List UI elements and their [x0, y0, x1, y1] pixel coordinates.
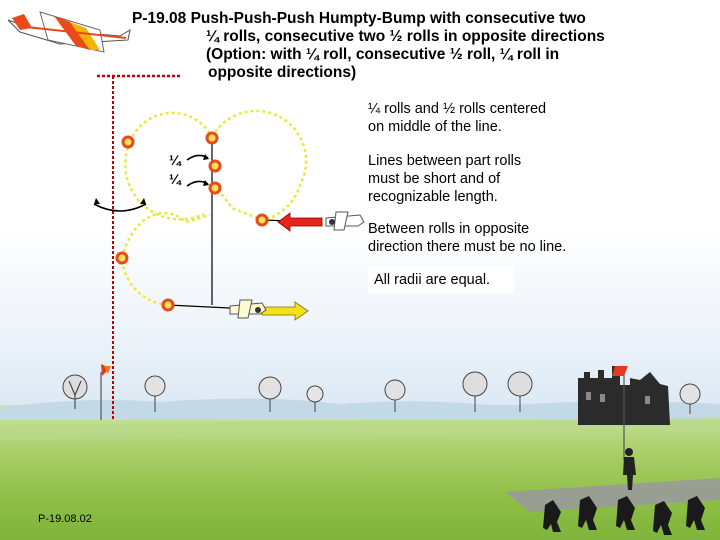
distant-hills [0, 398, 720, 420]
model-airplane-icon [229, 299, 267, 319]
exit-arrow [261, 301, 309, 321]
marker [205, 131, 219, 145]
marker [255, 213, 269, 227]
note-line: direction there must be no line. [368, 239, 567, 255]
page-title: P-19.08 Push-Push-Push Humpty-Bump with … [132, 10, 692, 82]
title-line: opposite directions) [208, 64, 357, 81]
option-arrow [93, 203, 147, 212]
roll-label-upper: ¼ [169, 152, 181, 168]
radii-box [368, 266, 514, 294]
tree-icon [507, 371, 533, 412]
note-opposite: Between rolls in opposite direction ther… [368, 220, 628, 256]
tree-icon [258, 376, 282, 412]
marker [115, 251, 129, 265]
flag-icon [100, 364, 111, 420]
tree-icon [679, 383, 701, 414]
tree-icon [306, 385, 324, 412]
figure-code: P-19.08.02 [38, 513, 92, 525]
marker [121, 135, 135, 149]
pilot-icon [623, 448, 636, 490]
title-line: P-19.08 Push-Push-Push Humpty-Bump with … [132, 10, 586, 27]
roll-arrow-upper-head [203, 154, 209, 160]
loop-lower [120, 211, 211, 307]
note-centered: ¼ rolls and ½ rolls centered on middle o… [368, 100, 628, 136]
model-airplane-icon [325, 211, 365, 231]
note-line: ¼ rolls and ½ rolls centered [368, 101, 547, 117]
runway [505, 478, 720, 512]
note-line: All radii are equal. [374, 272, 491, 288]
loop-upper-right [210, 109, 308, 222]
option-arrow-right-head [140, 198, 146, 204]
model-airplane-icon [7, 11, 131, 53]
roll-label-lower: ¼ [169, 171, 181, 187]
note-lines-between: Lines between part rolls must be short a… [368, 152, 588, 206]
figure-diagram [93, 109, 365, 321]
judge-icon [543, 496, 705, 535]
tree-icon [462, 371, 488, 412]
entry-arrow [277, 212, 323, 232]
title-line: ¼ rolls, consecutive two ½ rolls in oppo… [206, 28, 605, 45]
tree-icon [384, 379, 406, 412]
tree-icon [62, 374, 88, 409]
note-line: on middle of the line. [368, 119, 502, 135]
note-line: Between rolls in opposite [368, 221, 530, 237]
note-line: recognizable length. [368, 189, 498, 205]
roll-arrow-lower-head [203, 180, 209, 186]
note-line: Lines between part rolls [368, 153, 522, 169]
flag-icon [612, 366, 628, 460]
note-radii: All radii are equal. [374, 271, 524, 289]
marker [208, 159, 222, 173]
option-arrow-left-head [94, 198, 100, 204]
sky [0, 0, 720, 410]
tree-icon [144, 375, 166, 412]
marker [161, 298, 175, 312]
note-line: must be short and of [368, 171, 501, 187]
marker [208, 181, 222, 195]
loop-upper-left [128, 111, 214, 143]
field-strip [0, 418, 720, 440]
title-line: (Option: with ¼ roll, consecutive ½ roll… [206, 46, 560, 63]
